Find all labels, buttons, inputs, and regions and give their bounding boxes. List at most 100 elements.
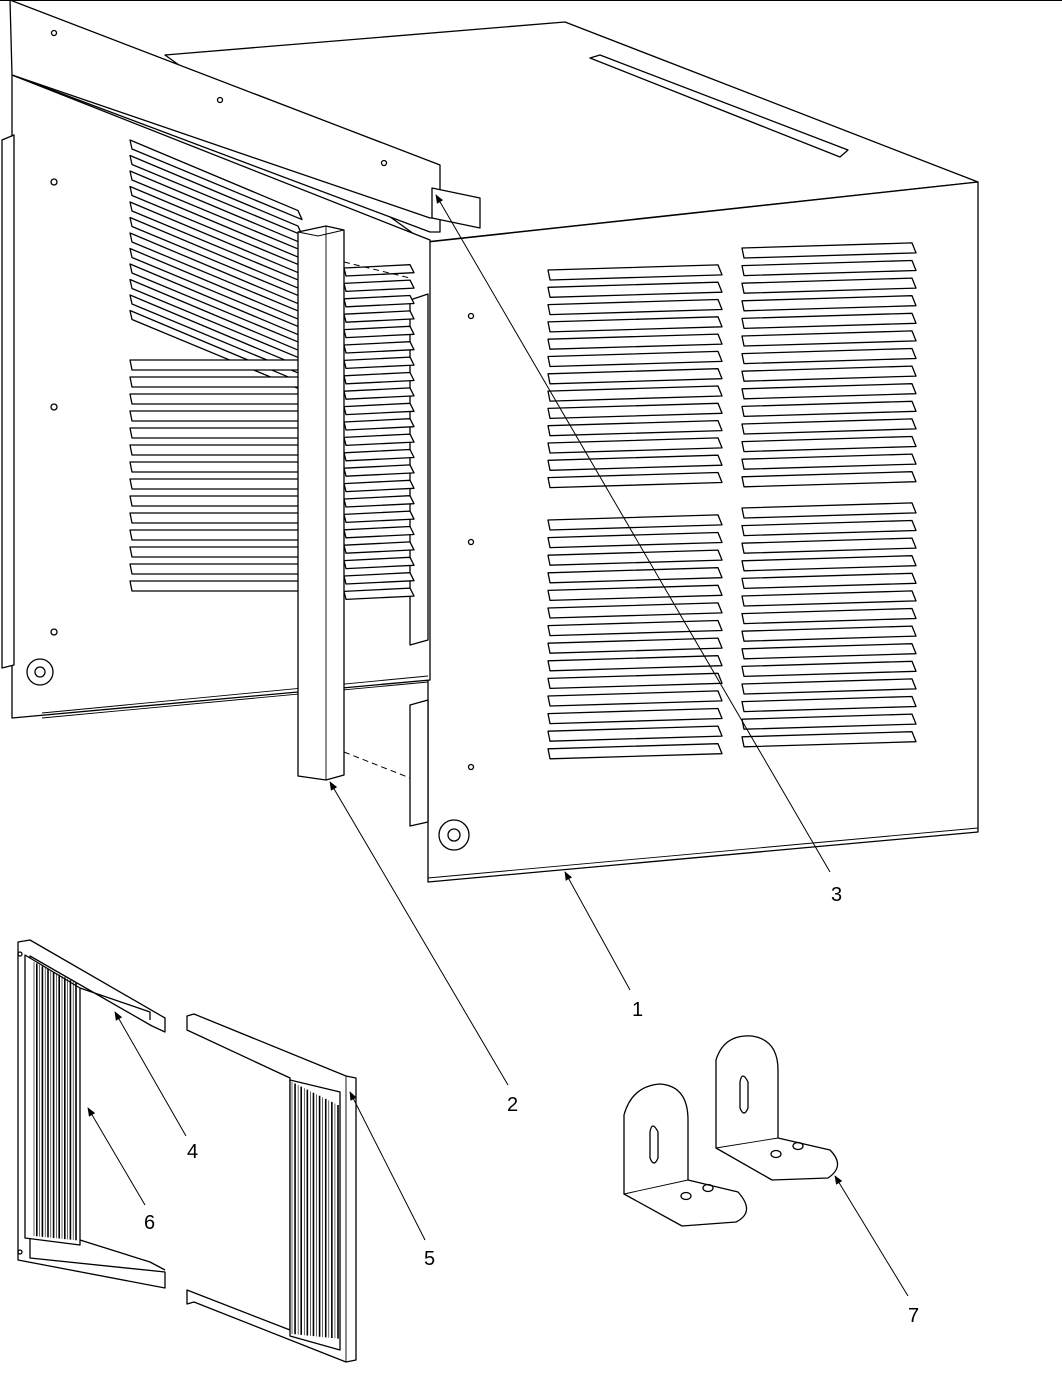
louvre-slat [343, 572, 415, 585]
top-rail [9, 0, 441, 233]
louvre-slat [547, 672, 723, 690]
front-grommet [438, 819, 470, 851]
louvre-slat [343, 294, 415, 308]
front-hole [467, 538, 475, 546]
louvre-slat [741, 365, 917, 382]
louvre-slat [741, 435, 917, 453]
louvre-slat [741, 678, 917, 695]
louvre-slat [129, 546, 303, 558]
louvre-slat [741, 383, 917, 400]
louvre-slat [547, 368, 723, 385]
louvre-slat [129, 444, 303, 456]
louvre-slat [547, 655, 723, 672]
louvre-slat [343, 387, 415, 400]
louvre-slat [547, 637, 723, 654]
louvre-slat [129, 359, 303, 371]
louvre-slat [741, 555, 917, 572]
side-bottom-rail [41, 681, 429, 719]
callout-6: 6 [144, 1212, 155, 1234]
louvre-slat [129, 427, 303, 439]
louvre-slat [741, 590, 917, 607]
louvre-slat [741, 713, 917, 730]
louvre-slat [343, 556, 415, 570]
louvre-slat [129, 376, 303, 388]
louvre-slat [547, 690, 723, 707]
louvre-slat [343, 479, 415, 493]
top-rail-end [431, 187, 481, 229]
louvre-slat [129, 563, 303, 575]
callout-1: 1 [632, 999, 643, 1021]
louvre-slat [547, 333, 723, 350]
louvre-slat [741, 731, 917, 748]
louvre-slat [343, 341, 415, 354]
louvre-slat [129, 495, 303, 507]
louvre-slat [547, 316, 723, 333]
seal-strip [297, 225, 345, 781]
louvre-slat [547, 419, 723, 437]
louvre-slat [129, 139, 303, 221]
louvre-slat [129, 478, 303, 490]
louvre-slat [129, 580, 303, 592]
right-curtain-pleats [289, 1079, 341, 1351]
louvre-slat [129, 529, 303, 541]
callout-5: 5 [424, 1248, 435, 1270]
louvre-slat [741, 502, 917, 519]
louvre-slat [129, 461, 303, 473]
louvre-slat [129, 410, 303, 422]
louvre-slat [547, 281, 723, 298]
louvre-slat [343, 402, 415, 416]
louvre-slat [343, 418, 415, 431]
side-grommet [26, 658, 54, 686]
louvre-slat [547, 471, 723, 489]
louvre-slat [343, 371, 415, 385]
side-channel-strip [1, 134, 15, 669]
side-hole [50, 403, 58, 411]
left-curtain-frame [17, 939, 166, 1289]
bracket-rear [715, 1035, 839, 1181]
louvre-slat [547, 514, 723, 531]
leader-7 [834, 1175, 909, 1297]
seal-strip-dash [343, 751, 411, 779]
callout-4: 4 [187, 1141, 198, 1163]
mounting-brackets [623, 1035, 839, 1227]
leader-6 [87, 1107, 146, 1206]
louvre-slat [343, 587, 415, 601]
louvre-slat [741, 519, 917, 537]
louvre-slat [741, 347, 917, 365]
louvre-slat [741, 242, 917, 259]
front-edge-strip [409, 699, 429, 827]
louvre-slat [547, 385, 723, 402]
louvre-slat [741, 277, 917, 294]
louvre-slat [343, 464, 415, 477]
leader-2 [329, 781, 509, 1086]
louvre-slat [741, 471, 917, 488]
louvre-slat [343, 433, 415, 447]
louvre-slat [547, 350, 723, 368]
rail-hole [50, 29, 58, 37]
rail-hole [216, 96, 224, 104]
louvre-slat [547, 531, 723, 549]
left-curtain-pleats [24, 954, 81, 1246]
louvre-slat [741, 400, 917, 418]
louvre-slat [343, 325, 415, 339]
louvre-slat [343, 510, 415, 524]
leader-1 [564, 871, 631, 991]
louvre-slat [547, 264, 723, 281]
louvre-slat [741, 537, 917, 554]
louvre-slat [547, 707, 723, 725]
louvre-slat [741, 572, 917, 590]
louvre-slat [343, 525, 415, 539]
callout-labels: 1 2 3 4 5 6 7 [144, 884, 919, 1327]
leader-3 [435, 194, 831, 873]
seal-strip-part [297, 225, 411, 781]
louvre-slat [741, 607, 917, 625]
louvre-slat [547, 454, 723, 471]
louvre-slat [547, 437, 723, 454]
callout-3: 3 [831, 884, 842, 906]
louvre-slat [741, 625, 917, 642]
louvre-slat [129, 512, 303, 524]
louvre-slat [343, 279, 415, 293]
louvre-slat [547, 402, 723, 420]
louvre-slat [741, 695, 917, 713]
